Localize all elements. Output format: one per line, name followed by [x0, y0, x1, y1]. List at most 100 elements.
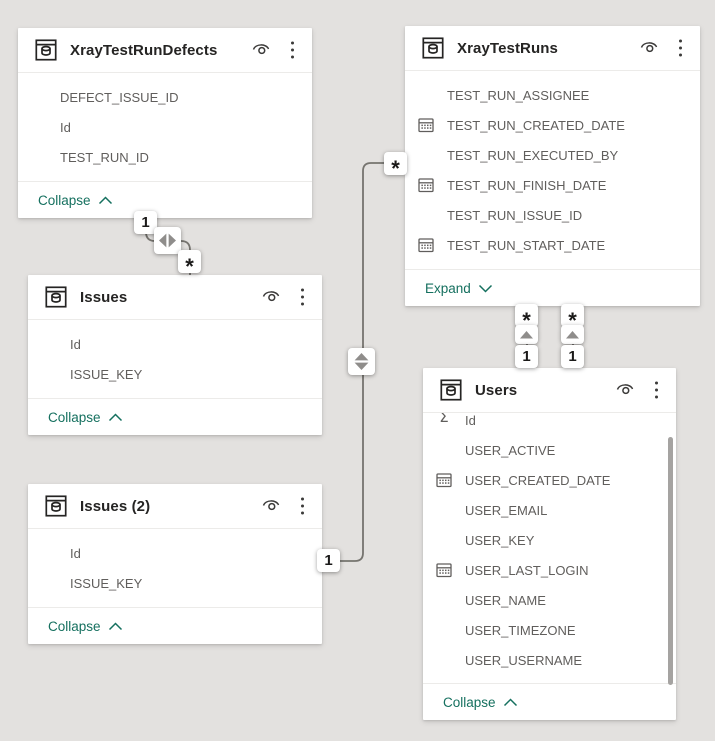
- field-row[interactable]: USER_KEY: [423, 525, 676, 555]
- table-header[interactable]: Issues (2): [28, 484, 322, 529]
- field-row[interactable]: ISSUE_KEY: [28, 359, 322, 389]
- field-row[interactable]: TEST_RUN_START_DATE: [405, 230, 700, 260]
- field-list: Id ISSUE_KEY: [28, 529, 322, 607]
- filter-direction-up-icon[interactable]: [515, 325, 538, 344]
- cardinality-many-marker[interactable]: *: [561, 304, 584, 331]
- cardinality-many-marker[interactable]: *: [384, 152, 407, 179]
- table-icon: [34, 38, 58, 62]
- field-row[interactable]: USER_USERNAME: [423, 645, 676, 675]
- calendar-icon: [433, 469, 455, 491]
- field-name: TEST_RUN_ASSIGNEE: [447, 87, 590, 103]
- field-icon-blank: [433, 619, 455, 641]
- cardinality-one-marker[interactable]: 1: [317, 549, 340, 572]
- table-card-issues-2[interactable]: Issues (2) Id ISSUE_KEY Collapse: [28, 484, 322, 644]
- cardinality-one-marker[interactable]: 1: [561, 345, 584, 368]
- eye-icon[interactable]: [612, 378, 638, 402]
- table-title: Users: [475, 381, 518, 399]
- field-name: USER_CREATED_DATE: [465, 472, 611, 488]
- table-card-xraytestruns[interactable]: XrayTestRuns TEST_RUN_ASSIGNEE TEST_RUN_…: [405, 26, 700, 306]
- table-header[interactable]: Issues: [28, 275, 322, 320]
- field-row[interactable]: TEST_RUN_EXECUTED_BY: [405, 140, 700, 170]
- field-row[interactable]: TEST_RUN_CREATED_DATE: [405, 110, 700, 140]
- field-row[interactable]: TEST_RUN_FINISH_DATE: [405, 170, 700, 200]
- expand-button[interactable]: Expand: [405, 269, 700, 306]
- table-icon: [439, 378, 463, 402]
- more-options-icon[interactable]: [648, 378, 664, 402]
- field-row[interactable]: USER_TIMEZONE: [423, 615, 676, 645]
- expand-label: Expand: [425, 280, 471, 296]
- chevron-up-icon: [108, 412, 123, 422]
- field-row[interactable]: TEST_RUN_ISSUE_ID: [405, 200, 700, 230]
- collapse-button[interactable]: Collapse: [28, 398, 322, 435]
- table-icon: [421, 36, 445, 60]
- cardinality-many-marker[interactable]: *: [515, 304, 538, 331]
- field-icon-blank: [38, 363, 60, 385]
- table-title: Issues: [80, 288, 128, 306]
- cardinality-many-marker[interactable]: *: [178, 250, 201, 277]
- field-row[interactable]: TEST_RUN_ASSIGNEE: [405, 80, 700, 110]
- field-row[interactable]: USER_CREATED_DATE: [423, 465, 676, 495]
- table-title: Issues (2): [80, 497, 151, 515]
- more-options-icon[interactable]: [294, 285, 310, 309]
- field-row[interactable]: Id: [18, 112, 312, 142]
- eye-icon[interactable]: [258, 285, 284, 309]
- filter-direction-up-icon[interactable]: [561, 325, 584, 344]
- table-icon: [44, 494, 68, 518]
- field-icon-blank: [433, 649, 455, 671]
- field-row[interactable]: ISSUE_KEY: [28, 568, 322, 598]
- field-row[interactable]: Id: [28, 538, 322, 568]
- more-options-icon[interactable]: [672, 36, 688, 60]
- calendar-icon: [415, 234, 437, 256]
- table-card-xraytestrundefects[interactable]: XrayTestRunDefects DEFECT_ISSUE_ID Id TE…: [18, 28, 312, 218]
- field-row[interactable]: TEST_RUN_ID: [18, 142, 312, 172]
- field-name: USER_EMAIL: [465, 502, 548, 518]
- field-icon-blank: [415, 204, 437, 226]
- field-icon-blank: [415, 84, 437, 106]
- collapse-label: Collapse: [38, 192, 91, 208]
- chevron-up-icon: [98, 195, 113, 205]
- field-icon-blank: [415, 144, 437, 166]
- field-row[interactable]: USER_LAST_LOGIN: [423, 555, 676, 585]
- field-name: Id: [60, 119, 71, 135]
- field-name: Id: [70, 545, 81, 561]
- field-name: DEFECT_ISSUE_ID: [60, 89, 179, 105]
- field-name: USER_NAME: [465, 592, 546, 608]
- calendar-icon: [415, 174, 437, 196]
- field-row[interactable]: USER_ACTIVE: [423, 435, 676, 465]
- eye-icon[interactable]: [258, 494, 284, 518]
- scrollbar-thumb[interactable]: [668, 437, 673, 685]
- table-header[interactable]: XrayTestRuns: [405, 26, 700, 71]
- field-row[interactable]: DEFECT_ISSUE_ID: [18, 82, 312, 112]
- field-row[interactable]: Id: [28, 329, 322, 359]
- collapse-button[interactable]: Collapse: [18, 181, 312, 218]
- eye-icon[interactable]: [636, 36, 662, 60]
- table-header[interactable]: Users: [423, 368, 676, 413]
- collapse-label: Collapse: [48, 618, 101, 634]
- table-header[interactable]: XrayTestRunDefects: [18, 28, 312, 73]
- field-name: TEST_RUN_ISSUE_ID: [447, 207, 583, 223]
- field-name: TEST_RUN_START_DATE: [447, 237, 606, 253]
- field-row[interactable]: USER_EMAIL: [423, 495, 676, 525]
- field-icon-blank: [433, 499, 455, 521]
- cross-filter-both-horizontal-icon[interactable]: [154, 227, 181, 254]
- cross-filter-both-vertical-icon[interactable]: [348, 348, 375, 375]
- field-name: TEST_RUN_EXECUTED_BY: [447, 147, 619, 163]
- field-name: USER_TIMEZONE: [465, 622, 576, 638]
- field-name: Id: [465, 413, 476, 428]
- cardinality-one-marker[interactable]: 1: [515, 345, 538, 368]
- more-options-icon[interactable]: [294, 494, 310, 518]
- table-title: XrayTestRuns: [457, 39, 558, 57]
- table-title: XrayTestRunDefects: [70, 41, 218, 59]
- more-options-icon[interactable]: [284, 38, 300, 62]
- collapse-button[interactable]: Collapse: [423, 683, 676, 720]
- collapse-button[interactable]: Collapse: [28, 607, 322, 644]
- cardinality-one-marker[interactable]: 1: [134, 211, 157, 234]
- table-icon: [44, 285, 68, 309]
- field-icon-blank: [433, 529, 455, 551]
- table-card-issues[interactable]: Issues Id ISSUE_KEY Collapse: [28, 275, 322, 435]
- field-row[interactable]: USER_NAME: [423, 585, 676, 615]
- eye-icon[interactable]: [248, 38, 274, 62]
